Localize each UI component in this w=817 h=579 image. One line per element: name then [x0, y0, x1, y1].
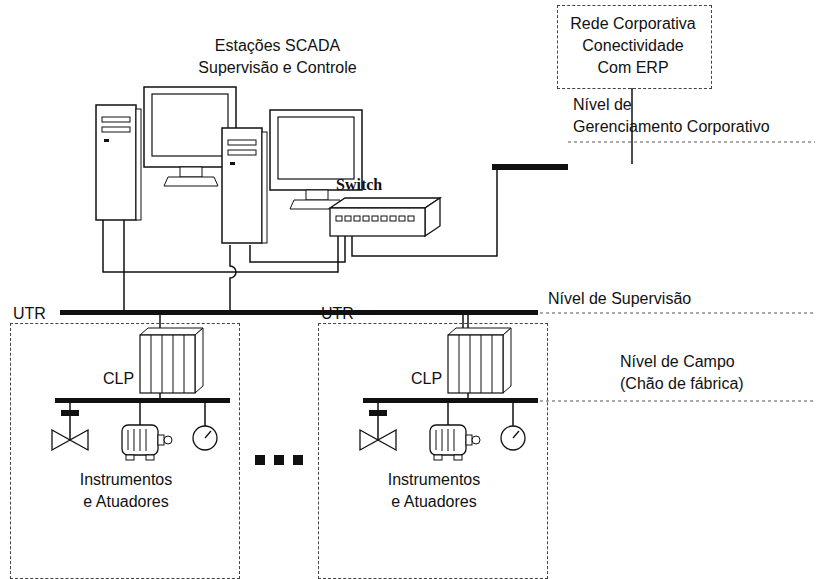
- device-label: Instrumentos e Atuadores: [31, 469, 221, 513]
- level-label: Nível de Gerenciamento Corporativo: [573, 94, 815, 138]
- ellipsis-squares: [255, 455, 303, 465]
- rtu-title: UTR: [321, 303, 354, 325]
- switch-symbol: [330, 198, 440, 236]
- level-label: Nível de Campo (Chão de fábrica): [620, 351, 810, 395]
- station-label: Estações SCADA Supervisão e Controle: [185, 35, 370, 79]
- network-label: Rede Corporativa Conectividade Com ERP: [558, 13, 708, 79]
- level-line: [540, 142, 815, 401]
- supervision-bus: [60, 310, 538, 315]
- network-wire: [103, 88, 632, 311]
- rtu-box: UTRCLPInstrumentos e Atuadores: [318, 323, 548, 579]
- corporate-bus: [492, 164, 568, 170]
- level-label: Nível de Supervisão: [548, 288, 788, 310]
- network-box: Rede Corporativa Conectividade Com ERP: [557, 5, 712, 89]
- rtu-box: UTRCLPInstrumentos e Atuadores: [10, 323, 240, 579]
- plc-label: CLP: [411, 368, 442, 390]
- plc-label: CLP: [103, 368, 134, 390]
- device-label: Instrumentos e Atuadores: [339, 469, 529, 513]
- switch-label: Switch: [336, 174, 382, 196]
- rtu-title: UTR: [13, 303, 46, 325]
